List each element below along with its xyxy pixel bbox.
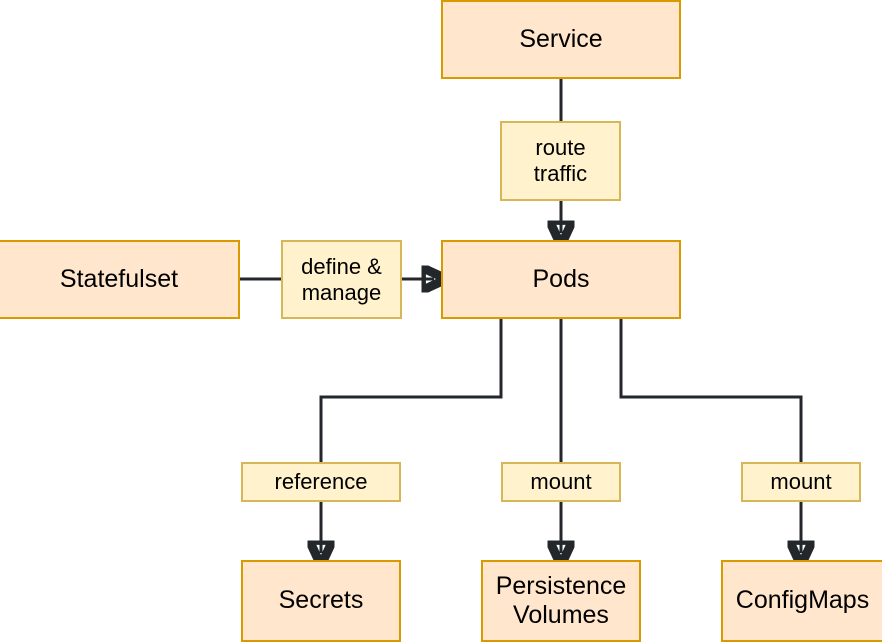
node-label: define & manage [301, 253, 382, 305]
node-define[interactable]: define & manage [281, 240, 402, 319]
node-label: reference [274, 469, 368, 495]
node-service[interactable]: Service [441, 0, 681, 79]
node-pv[interactable]: Persistence Volumes [481, 560, 641, 642]
node-statefulset[interactable]: Statefulset [0, 240, 240, 319]
node-label: ConfigMaps [735, 586, 870, 615]
node-reference[interactable]: reference [241, 462, 401, 502]
node-label: mount [770, 469, 832, 495]
node-label: mount [530, 469, 592, 495]
node-label: route traffic [533, 135, 588, 186]
edge-pods-to-mount-cm [619, 319, 803, 462]
node-route[interactable]: route traffic [500, 121, 621, 201]
node-secrets[interactable]: Secrets [241, 560, 401, 642]
node-label: Pods [532, 264, 590, 293]
node-label: Secrets [278, 586, 364, 615]
node-label: Persistence Volumes [495, 571, 627, 630]
node-label: Service [519, 24, 603, 53]
node-pods[interactable]: Pods [441, 240, 681, 319]
edge-pods-to-reference [319, 319, 503, 462]
node-configmaps[interactable]: ConfigMaps [721, 560, 882, 642]
node-mount-cm[interactable]: mount [741, 462, 861, 502]
node-mount-pv[interactable]: mount [501, 462, 621, 502]
node-label: Statefulset [59, 264, 179, 293]
